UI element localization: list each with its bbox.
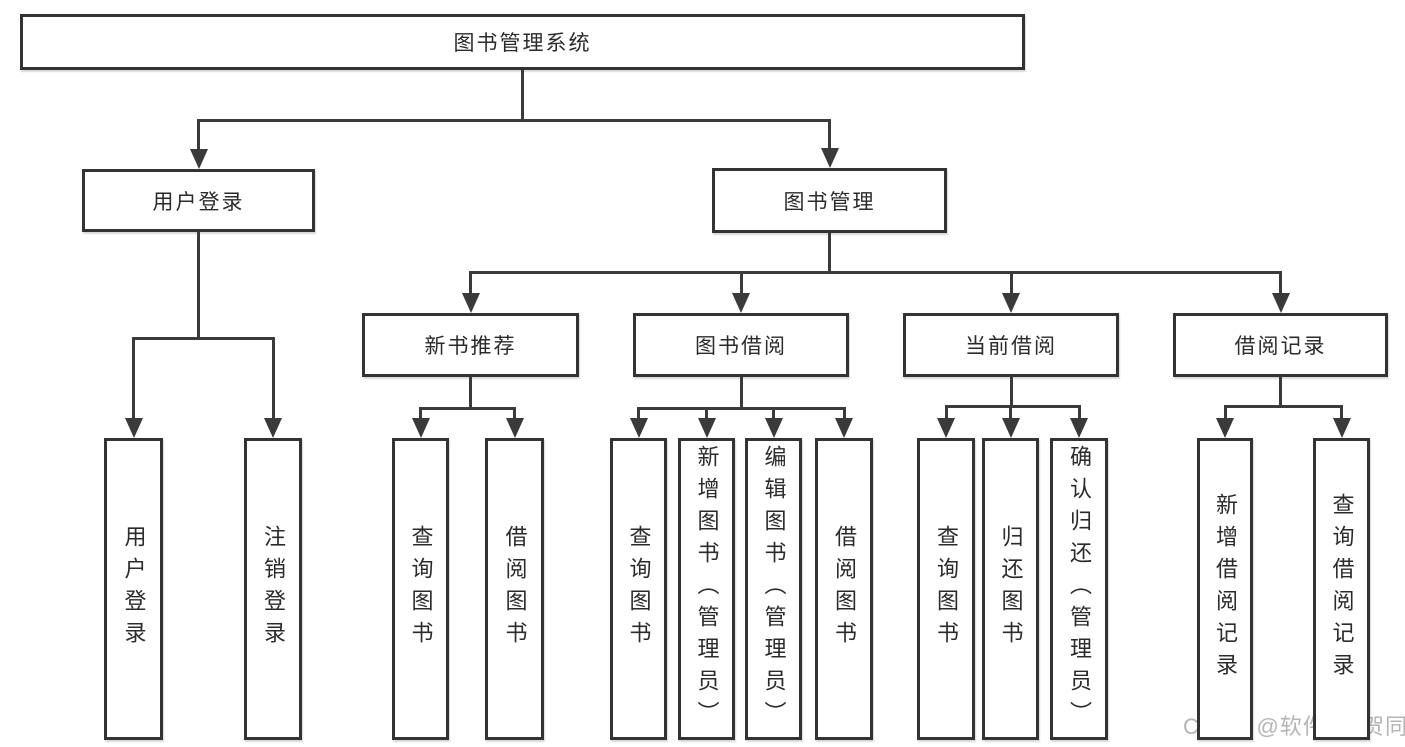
connector-line [1340, 405, 1343, 420]
connector-line [469, 271, 1282, 274]
node-label: 注销登录 [261, 525, 286, 653]
node-root: 图书管理系统 [20, 14, 1025, 70]
node-leaf-cur-return-book: 归还图书 [982, 438, 1039, 740]
connector-line [513, 407, 516, 420]
connector-line [705, 407, 708, 420]
arrowhead-icon [1332, 418, 1351, 438]
arrowhead-icon [937, 418, 955, 438]
node-leaf-rec-borrow-book: 借阅图书 [485, 438, 544, 740]
node-label: 图书借阅 [695, 335, 787, 358]
arrowhead-icon [835, 418, 853, 438]
node-label: 查询借阅记录 [1329, 493, 1355, 685]
node-borrow-records: 借阅记录 [1173, 313, 1388, 377]
connector-line [944, 405, 1081, 408]
node-label: 新增图书（管理员） [694, 445, 720, 733]
connector-line [637, 407, 640, 420]
node-leaf-recd-add-record: 新增借阅记录 [1197, 438, 1253, 740]
node-current-borrow: 当前借阅 [903, 313, 1119, 377]
node-book-borrow: 图书借阅 [633, 313, 849, 377]
arrowhead-icon [1001, 418, 1020, 438]
connector-line [1279, 271, 1282, 295]
connector-line [1009, 271, 1013, 295]
arrowhead-icon [820, 148, 839, 168]
connector-line [469, 271, 472, 295]
node-label: 归还图书 [998, 525, 1024, 653]
connector-line [469, 377, 472, 410]
connector-line [1223, 405, 1227, 420]
arrowhead-icon [505, 418, 524, 438]
arrowhead-icon [1216, 418, 1234, 438]
node-leaf-cur-query-book: 查询图书 [917, 438, 975, 740]
connector-line [1223, 405, 1343, 408]
node-book-mgmt: 图书管理 [712, 168, 947, 233]
node-label: 图书管理系统 [453, 32, 592, 55]
arrowhead-icon [189, 149, 208, 169]
connector-line [637, 407, 846, 410]
node-label: 用户登录 [121, 525, 147, 653]
connector-line [828, 119, 831, 150]
arrowhead-icon [1002, 293, 1020, 313]
connector-line [521, 70, 524, 122]
node-label: 当前借阅 [965, 335, 1057, 358]
arrowhead-icon [697, 418, 716, 438]
node-leaf-recd-query-record: 查询借阅记录 [1313, 438, 1370, 740]
node-label: 查询图书 [408, 525, 434, 653]
connector-line [1009, 377, 1013, 408]
node-label: 用户登录 [152, 190, 245, 214]
connector-line [419, 407, 516, 410]
connector-line [1279, 377, 1282, 408]
arrowhead-icon [629, 418, 648, 438]
node-label: 借阅图书 [502, 525, 528, 653]
node-leaf-logout: 注销登录 [244, 438, 302, 740]
arrowhead-icon [1070, 418, 1088, 438]
connector-line [132, 337, 275, 340]
node-label: 借阅图书 [832, 525, 857, 653]
connector-line [197, 119, 200, 151]
node-leaf-rec-query-book: 查询图书 [392, 438, 449, 740]
connector-line [828, 233, 831, 274]
connector-line [132, 337, 135, 420]
arrowhead-icon [461, 293, 480, 313]
connector-line [197, 119, 831, 122]
connector-line [419, 407, 422, 420]
node-user-login: 用户登录 [82, 169, 315, 232]
node-label: 查询图书 [934, 525, 959, 653]
arrowhead-icon [732, 293, 750, 313]
node-label: 确认归还（管理员） [1067, 445, 1092, 733]
connector-line [944, 405, 948, 420]
node-label: 编辑图书（管理员） [761, 445, 787, 733]
node-leaf-bor-edit-book: 编辑图书（管理员） [745, 438, 802, 740]
node-label: 图书管理 [783, 190, 876, 214]
node-leaf-bor-query-book: 查询图书 [610, 438, 667, 740]
connector-line [1009, 405, 1012, 420]
node-leaf-cur-confirm-return: 确认归还（管理员） [1050, 438, 1108, 740]
node-leaf-bor-add-book: 新增图书（管理员） [678, 438, 735, 740]
connector-line [739, 271, 743, 295]
node-label: 查询图书 [626, 525, 652, 653]
arrowhead-icon [124, 418, 143, 438]
connector-line [197, 232, 200, 340]
connector-line [271, 337, 275, 420]
arrowhead-icon [411, 418, 430, 438]
node-label: 新增借阅记录 [1213, 493, 1238, 685]
node-leaf-user-login: 用户登录 [104, 438, 163, 740]
connector-line [772, 407, 775, 420]
node-label: 借阅记录 [1234, 335, 1327, 358]
connector-line [1077, 405, 1081, 420]
arrowhead-icon [264, 418, 282, 438]
node-leaf-bor-borrow-book: 借阅图书 [815, 438, 873, 740]
node-new-book-rec: 新书推荐 [362, 313, 579, 377]
node-label: 新书推荐 [424, 335, 517, 358]
arrowhead-icon [764, 418, 783, 438]
arrowhead-icon [1271, 293, 1290, 313]
connector-line [739, 377, 743, 410]
connector-line [842, 407, 846, 420]
